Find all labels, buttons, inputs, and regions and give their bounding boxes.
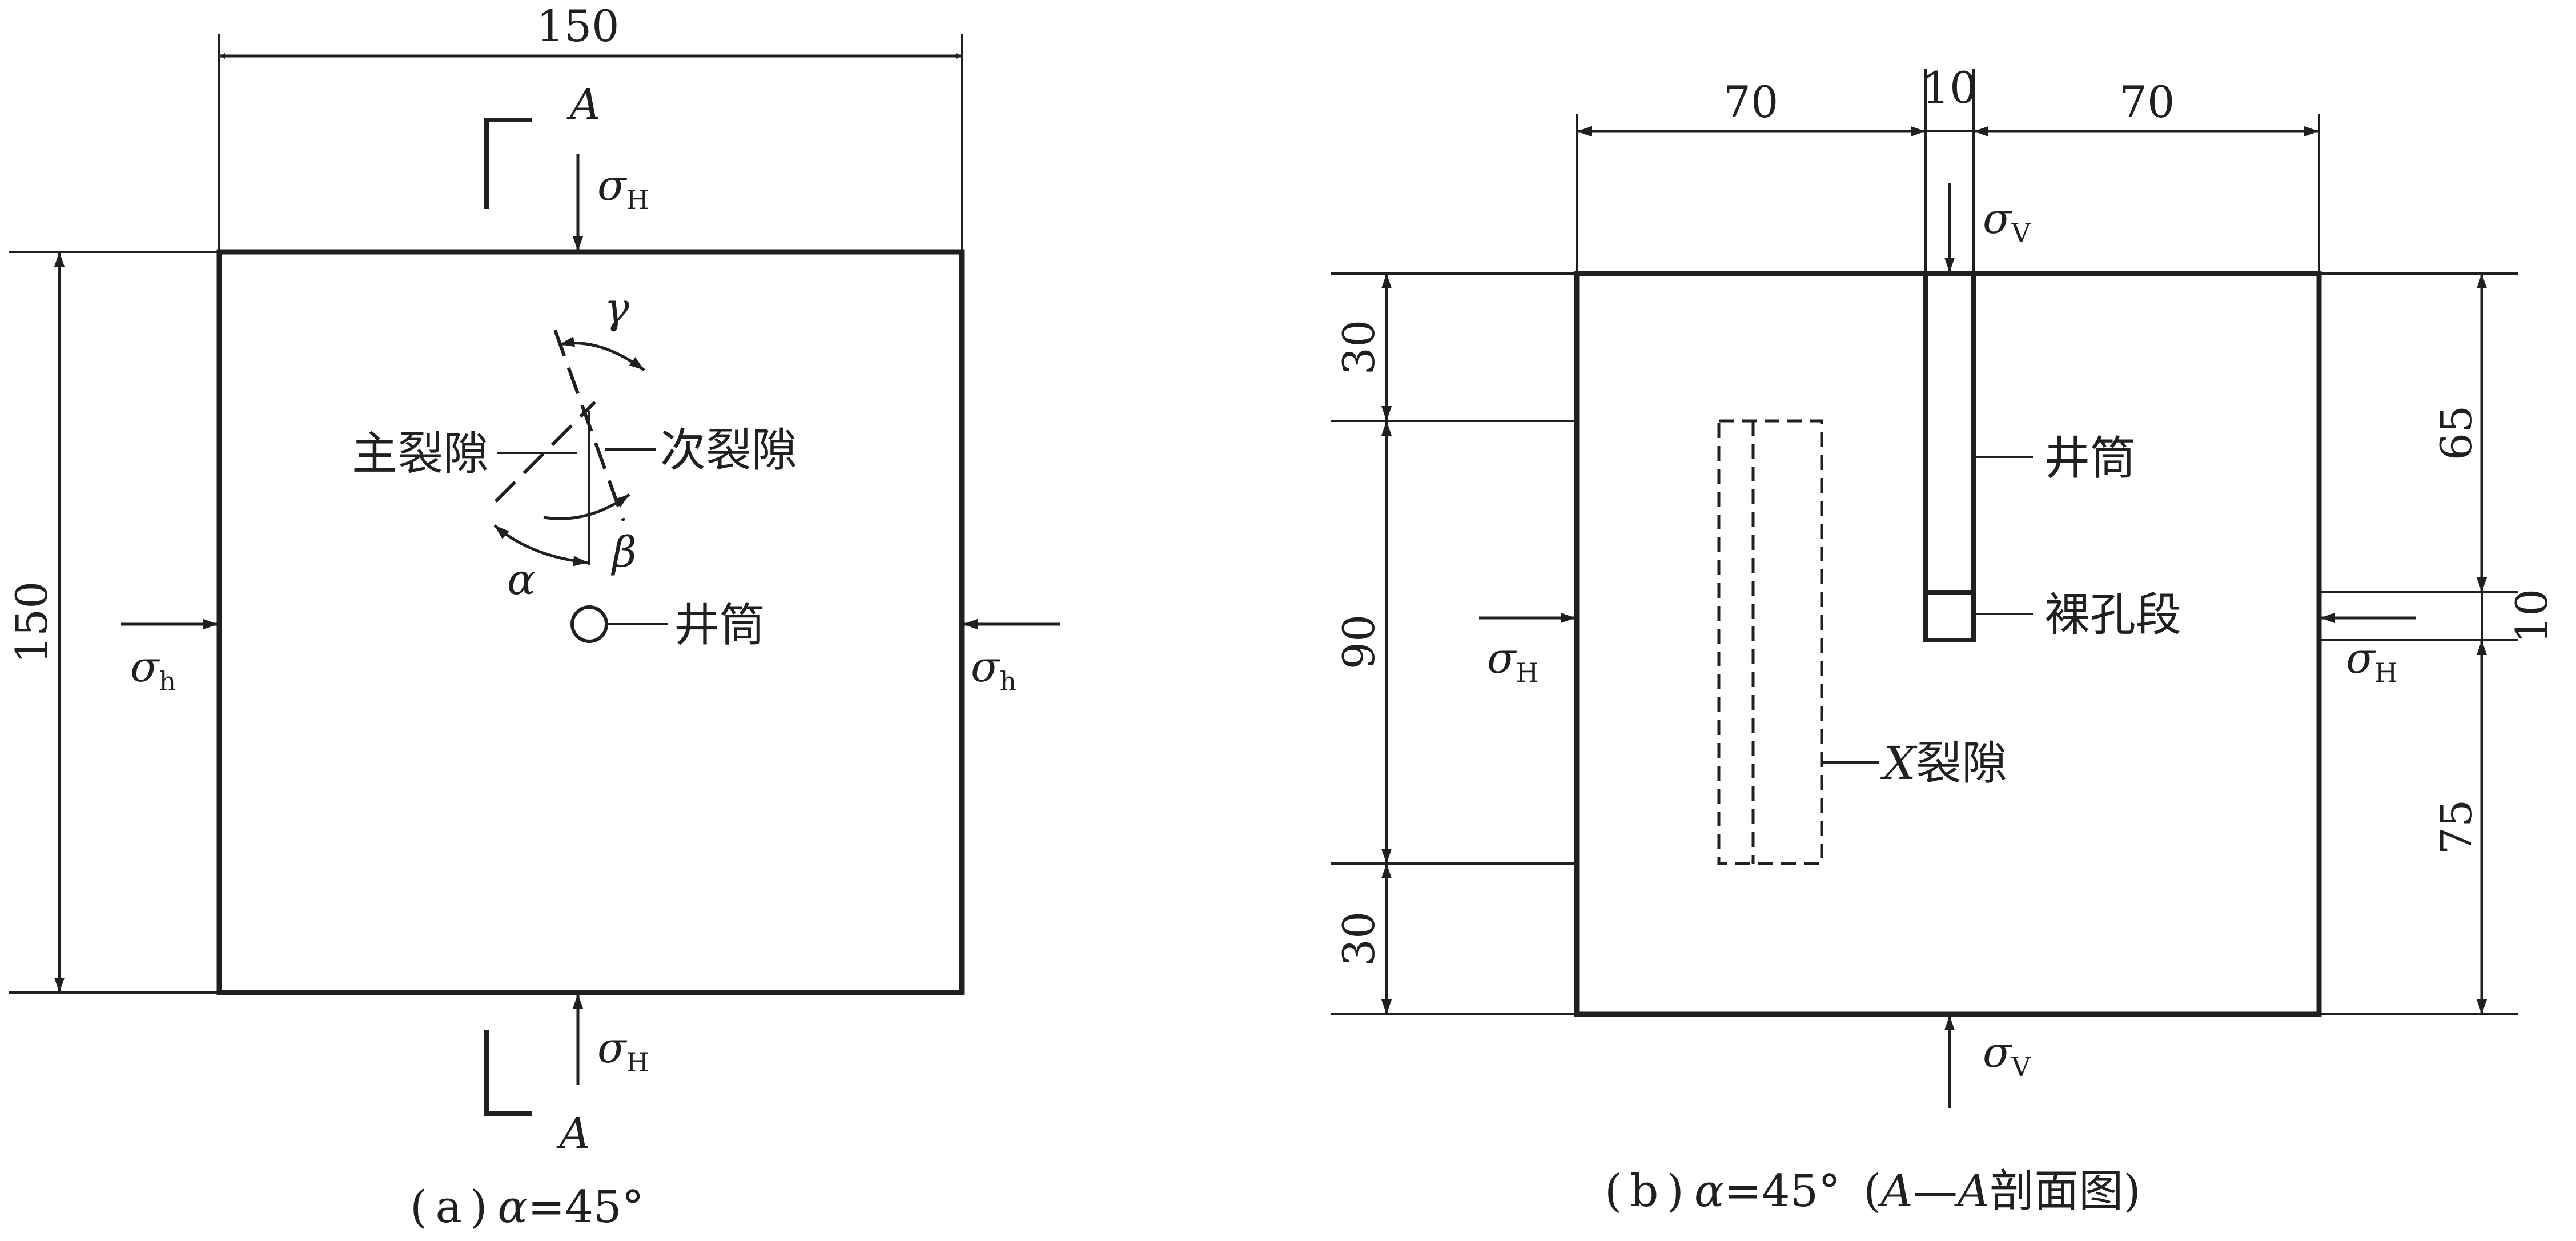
panel-b-sigma-V-bottom-label: σV <box>1983 1028 2031 1082</box>
panel-a-sigma-H-top-label: σH <box>597 161 649 215</box>
panel-a-alpha-arc <box>493 524 589 567</box>
panel-b-x-fracture <box>1717 419 1823 865</box>
panel-b-right-mid-label: 10 <box>2506 589 2557 644</box>
panel-b <box>1331 69 2518 1108</box>
panel-b-open-hole-label: 裸孔段 <box>2044 588 2181 641</box>
panel-a-beta-arc <box>543 493 630 520</box>
panel-a-section-letter-top: A <box>566 80 600 129</box>
panel-a-width-label: 150 <box>536 1 619 51</box>
panel-a-gamma-label: γ <box>604 284 630 333</box>
panel-a-specimen-outline <box>216 249 965 995</box>
panel-a-section-mark-top <box>484 118 532 209</box>
panel-a-alpha-label: α <box>507 555 536 604</box>
panel-a-sigma-h-right-label: σh <box>971 642 1016 697</box>
panel-a-beta-label: β <box>610 528 637 577</box>
panel-b-left-bottom-label: 30 <box>1333 911 1384 967</box>
panel-b-caption: (b)α=45°(A—A剖面图) <box>1605 1166 2141 1217</box>
panel-a-secondary-fracture-label: 次裂隙 <box>660 424 797 477</box>
panel-b-left-mid-label: 90 <box>1333 615 1384 670</box>
panel-b-left-top-label: 30 <box>1333 320 1384 375</box>
panel-a-main-fracture-label: 主裂隙 <box>352 427 489 480</box>
panel-a-section-letter-bottom: A <box>556 1109 590 1158</box>
panel-a-wellbore-label: 井筒 <box>674 599 765 652</box>
panel-a-sigma-h-left-label: σh <box>130 642 176 697</box>
panel-b-sigma-H-right-label: σH <box>2346 634 2398 688</box>
panel-b-right-bottom-label: 75 <box>2431 800 2482 855</box>
panel-b-top-left-width-label: 70 <box>1723 77 1779 127</box>
panel-b-wellbore-label: 井筒 <box>2044 432 2136 485</box>
panel-a-wellbore-circle <box>570 605 608 643</box>
panel-b-x-fracture-label: X裂隙 <box>1880 737 2007 790</box>
panel-b-right-top-label: 65 <box>2431 405 2482 461</box>
panel-b-top-mid-width-label: 10 <box>1922 62 1978 113</box>
panel-b-sigma-H-left-label: σH <box>1487 634 1539 688</box>
panel-a-section-mark-bottom <box>484 1030 532 1116</box>
panel-a-height-label: 150 <box>6 581 57 664</box>
panel-a-gamma-arc <box>559 336 645 372</box>
panel-a-caption: (a)α=45° <box>410 1182 644 1233</box>
panel-a-labels: 150 150 A A σH σH σh σh γ β α 主裂隙 次裂隙 井筒… <box>6 1 1016 1233</box>
panel-a <box>9 34 1060 1116</box>
panel-b-sigma-V-top-label: σV <box>1983 194 2031 248</box>
panel-b-top-right-width-label: 70 <box>2120 77 2175 127</box>
panel-b-labels: 70 10 70 30 90 30 65 10 75 σV σV σH σH 井… <box>1333 62 2557 1217</box>
panel-b-wellbore <box>1923 271 1976 642</box>
panel-a-sigma-H-bottom-label: σH <box>597 1023 649 1078</box>
panel-a-main-fracture <box>494 400 597 503</box>
panel-b-specimen-outline <box>1574 271 2322 1017</box>
